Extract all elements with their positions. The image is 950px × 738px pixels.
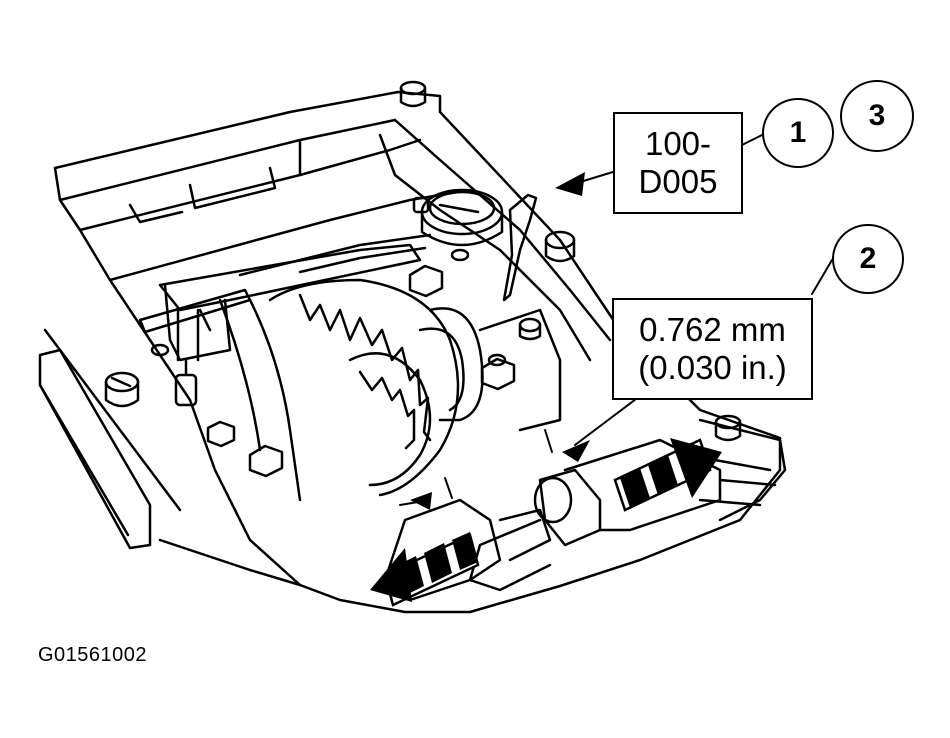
callout-2: 2	[832, 224, 904, 294]
carrier-bolts	[150, 248, 516, 478]
dial-indicator	[238, 188, 538, 302]
bearing-cap	[418, 307, 562, 432]
callout-3: 3	[840, 80, 914, 152]
adjuster-tool-right	[468, 438, 722, 592]
ring-gear	[218, 278, 460, 502]
tool-number-line1: 100-	[644, 125, 712, 162]
movement-arrow-right	[613, 438, 722, 512]
callout-1: 1	[762, 98, 834, 168]
clearance-imperial: (0.030 in.)	[638, 349, 787, 386]
right-bracket	[698, 418, 787, 522]
clearance-arrow-right	[562, 440, 590, 462]
movement-arrow-left	[370, 532, 480, 607]
clearance-metric: 0.762 mm	[639, 311, 786, 348]
clearance-arrow-left	[410, 492, 432, 510]
housing-studs	[104, 80, 742, 442]
carrier-housing	[53, 90, 782, 614]
clearance-spec-box: 0.762 mm (0.030 in.)	[612, 298, 813, 400]
tool-pointer-arrow	[555, 172, 585, 196]
tool-number-line2: D005	[638, 163, 718, 200]
figure-id: G01561002	[38, 644, 148, 666]
left-rail	[38, 328, 182, 550]
tool-number-box: 100- D005	[613, 112, 743, 214]
